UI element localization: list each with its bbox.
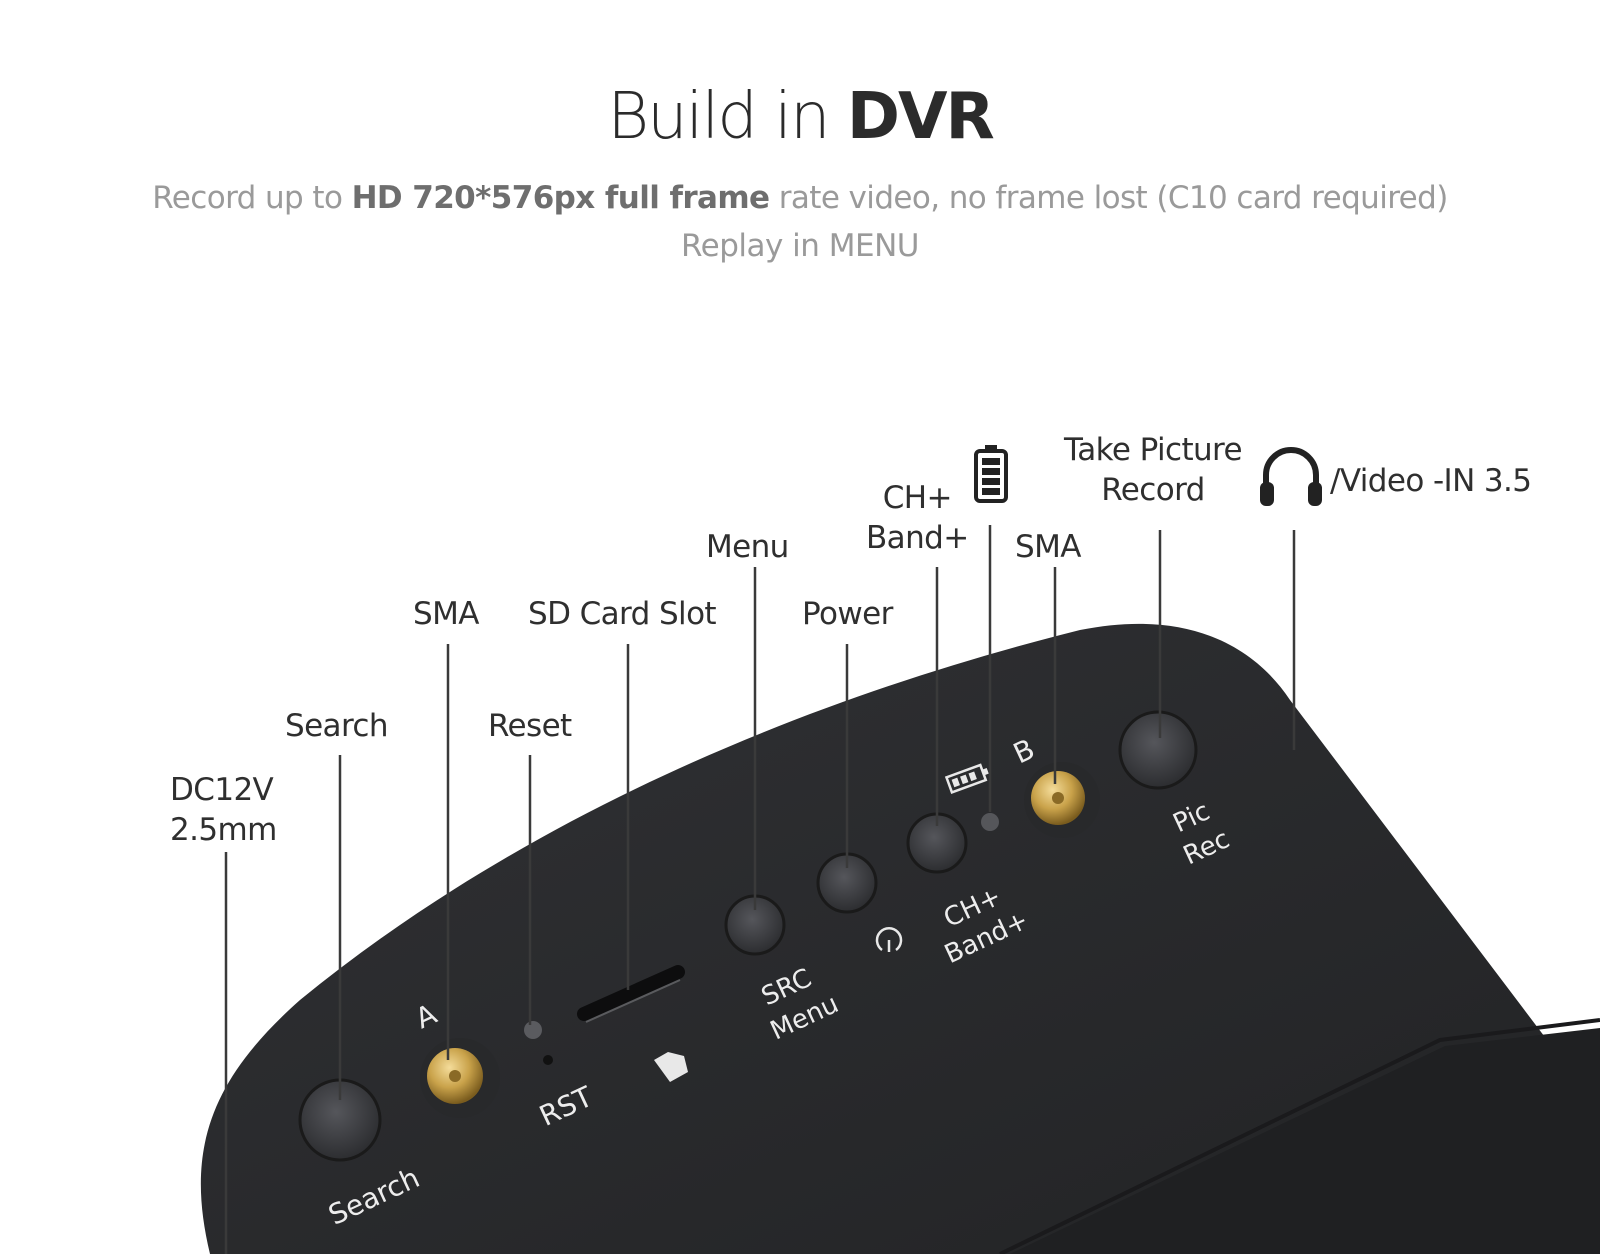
reset-hole[interactable] — [524, 1021, 542, 1039]
callout-ch-line1: CH+ — [882, 480, 953, 516]
title-light: Build in — [607, 80, 847, 154]
sd-card-icon — [654, 1052, 688, 1082]
device-panel-seam — [999, 1018, 1600, 1254]
title-bold: DVR — [846, 80, 995, 154]
callout-take-picture-line1: Take Picture — [1064, 432, 1243, 468]
callout-power: Power — [802, 596, 893, 632]
callout-dc: DC12V 2.5mm — [170, 770, 277, 851]
callout-search: Search — [285, 708, 389, 744]
subtitle-line2: Replay in MENU — [680, 228, 920, 264]
callout-sma-b: SMA — [1015, 529, 1081, 565]
subtitle-pre: Record up to — [152, 180, 352, 216]
callout-video-in: /Video -IN 3.5 — [1330, 463, 1532, 499]
callout-ch-line2: Band+ — [866, 520, 969, 557]
callout-lines — [224, 525, 1296, 1254]
sma-a-pin — [449, 1070, 461, 1082]
callout-sd-card: SD Card Slot — [528, 596, 717, 632]
subtitle-bold: HD 720*576px full frame — [351, 180, 771, 216]
headphones-icon — [1260, 447, 1322, 506]
callout-take-picture-line2: Record — [1101, 472, 1205, 509]
power-icon — [875, 927, 903, 952]
pic-rec-button[interactable] — [1118, 710, 1198, 790]
reset-led — [543, 1055, 553, 1065]
sd-card-slot-highlight — [585, 979, 681, 1023]
sma-b-pin — [1052, 792, 1064, 804]
subtitle: Record up to HD 720*576px full frame rat… — [0, 180, 1600, 216]
page-title: Build in DVR — [0, 80, 1600, 154]
sd-card-slot[interactable] — [577, 965, 685, 1021]
callout-sma-a: SMA — [413, 596, 479, 632]
callout-dc-line1: DC12V — [170, 772, 274, 808]
callout-menu: Menu — [706, 529, 789, 565]
callout-take-picture: Take Picture Record — [1064, 430, 1243, 511]
status-led — [981, 813, 999, 831]
callout-reset: Reset — [488, 708, 572, 744]
device-panel-lower — [1010, 1028, 1600, 1254]
battery-icon — [974, 445, 1008, 503]
battery-print-icon — [944, 763, 989, 794]
callout-dc-line2: 2.5mm — [170, 812, 277, 849]
callout-ch-band: CH+ Band+ — [866, 478, 969, 559]
subtitle-post: rate video, no frame lost (C10 card requ… — [769, 180, 1449, 216]
